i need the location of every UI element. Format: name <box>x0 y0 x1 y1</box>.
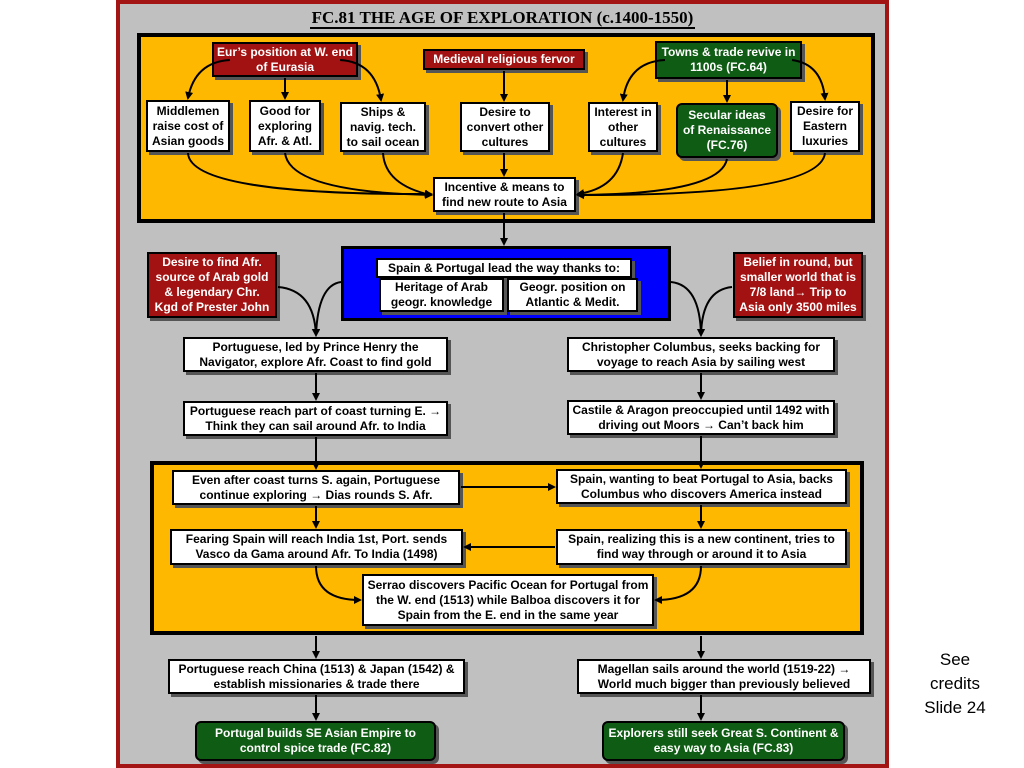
arrow-blue-columbus <box>670 281 705 337</box>
arrow-belief-columbus <box>697 286 733 337</box>
coast-turning-box: Portuguese reach part of coast turning E… <box>183 401 448 436</box>
arrow-gama-serrao <box>315 565 362 604</box>
arrow-gold-henry <box>277 286 320 337</box>
belief-round-box: Belief in round, but smaller world that … <box>733 252 863 318</box>
dias-box: Even after coast turns S. again, Portugu… <box>172 470 460 505</box>
magellan-box: Magellan sails around the world (1519-22… <box>577 659 871 694</box>
towns-trade-box: Towns & trade revive in 1100s (FC.64) <box>655 41 802 79</box>
religious-fervor-box: Medieval religious fervor <box>423 49 585 70</box>
arrow-interest-incentive <box>576 152 624 198</box>
desire-convert-box: Desire to convert other cultures <box>460 102 550 152</box>
great-continent-box: Explorers still seek Great S. Continent … <box>602 721 845 761</box>
middlemen-box: Middlemen raise cost of Asian goods <box>146 100 230 152</box>
eur-position-box: Eur’s position at W. end of Eurasia <box>212 42 358 77</box>
spain-backs-columbus-box: Spain, wanting to beat Portugal to Asia,… <box>556 469 847 504</box>
arrow-ships-incentive <box>382 152 433 198</box>
secular-ideas-box: Secular ideas of Renaissance (FC.76) <box>676 103 778 158</box>
good-exploring-box: Good for exploring Afr. & Atl. <box>249 100 321 152</box>
title-text: FC.81 THE AGE OF EXPLORATION (c.1400-155… <box>309 8 696 29</box>
arrow-continent-serrao <box>654 565 702 604</box>
china-japan-box: Portuguese reach China (1513) & Japan (1… <box>168 659 465 694</box>
castile-aragon-box: Castile & Aragon preoccupied until 1492 … <box>567 400 835 435</box>
se-asian-empire-box: Portugal builds SE Asian Empire to contr… <box>195 721 436 761</box>
arrow-blue-henry <box>312 281 342 337</box>
geogr-position-box: Geogr. position on Atlantic & Medit. <box>507 278 638 312</box>
ships-box: Ships & navig. tech. to sail ocean <box>340 102 426 152</box>
desire-luxuries-box: Desire for Eastern luxuries <box>790 101 860 152</box>
interest-cultures-box: Interest in other cultures <box>588 102 658 152</box>
heritage-box: Heritage of Arab geogr. knowledge <box>379 278 504 312</box>
serrao-box: Serrao discovers Pacific Ocean for Portu… <box>362 574 654 626</box>
arrow-eur-middlemen <box>185 59 231 100</box>
new-continent-box: Spain, realizing this is a new continent… <box>556 529 847 565</box>
prince-henry-box: Portuguese, led by Prince Henry the Navi… <box>183 337 448 372</box>
arrow-luxuries-incentive <box>576 152 826 200</box>
credits-note: See credits Slide 24 <box>924 650 986 717</box>
columbus-backing-box: Christopher Columbus, seeks backing for … <box>567 337 835 372</box>
arrow-towns-interest <box>619 59 666 102</box>
page-title: FC.81 THE AGE OF EXPLORATION (c.1400-155… <box>116 8 889 29</box>
spain-portugal-box: Spain & Portugal lead the way thanks to: <box>376 258 632 278</box>
incentive-box: Incentive & means to find new route to A… <box>433 177 576 212</box>
arrow-middlemen-incentive <box>187 152 433 199</box>
arrow-good-incentive <box>284 152 433 199</box>
da-gama-box: Fearing Spain will reach India 1st, Port… <box>170 529 463 565</box>
desire-gold-box: Desire to find Afr. source of Arab gold … <box>147 252 277 318</box>
arrow-eur-ships <box>339 59 385 102</box>
arrow-towns-luxuries <box>791 59 829 101</box>
arrow-secular-incentive <box>576 158 728 199</box>
